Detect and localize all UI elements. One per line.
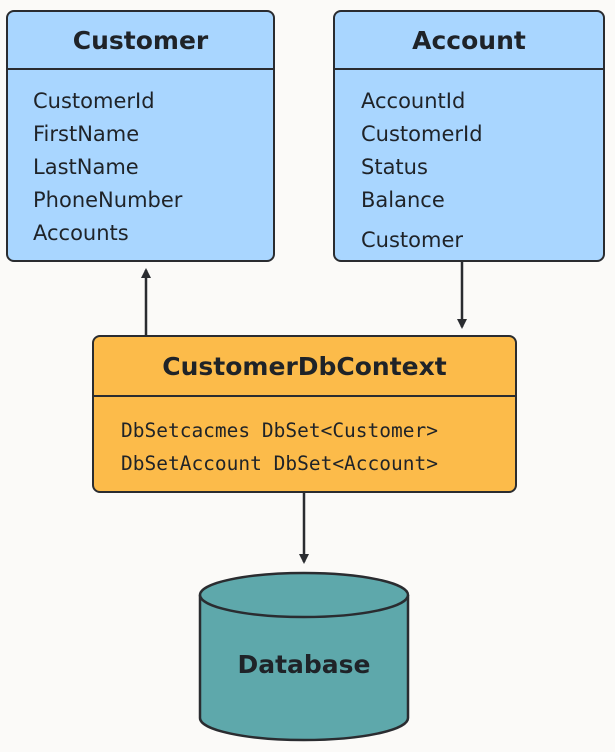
dbcontext-fields: DbSetcacmes DbSet<Customer> DbSetAccount…: [94, 397, 515, 480]
customer-entity-fields: CustomerId FirstName LastName PhoneNumbe…: [8, 70, 273, 250]
customer-entity-box: Customer CustomerId FirstName LastName P…: [6, 10, 275, 262]
account-field-customerid: CustomerId: [361, 122, 483, 146]
account-field-customer: Customer: [361, 228, 464, 252]
database-cylinder-body: [198, 595, 410, 742]
dbcontext-field-customers: DbSetcacmes DbSet<Customer>: [121, 419, 438, 442]
account-entity-box: Account AccountId CustomerId Status Bala…: [333, 10, 605, 262]
database-cylinder-top: [198, 571, 410, 619]
account-field-accountid: AccountId: [361, 89, 466, 113]
customer-field-firstname: FirstName: [33, 122, 140, 146]
customer-field-customerid: CustomerId: [33, 89, 155, 113]
customer-entity-title: Customer: [8, 12, 273, 70]
account-entity-fields: AccountId CustomerId Status Balance Cust…: [335, 70, 603, 257]
database-cylinder: [198, 571, 410, 742]
account-field-status: Status: [361, 155, 428, 179]
account-field-balance: Balance: [361, 188, 445, 212]
dbcontext-field-accounts: DbSetAccount DbSet<Account>: [121, 452, 438, 475]
dbcontext-box: CustomerDbContext DbSetcacmes DbSet<Cust…: [92, 335, 517, 493]
database-label: Database: [237, 650, 371, 679]
customer-field-lastname: LastName: [33, 155, 139, 179]
customer-field-accounts: Accounts: [33, 221, 129, 245]
customer-field-phonenumber: PhoneNumber: [33, 188, 183, 212]
account-entity-title: Account: [335, 12, 603, 70]
dbcontext-title: CustomerDbContext: [94, 337, 515, 397]
